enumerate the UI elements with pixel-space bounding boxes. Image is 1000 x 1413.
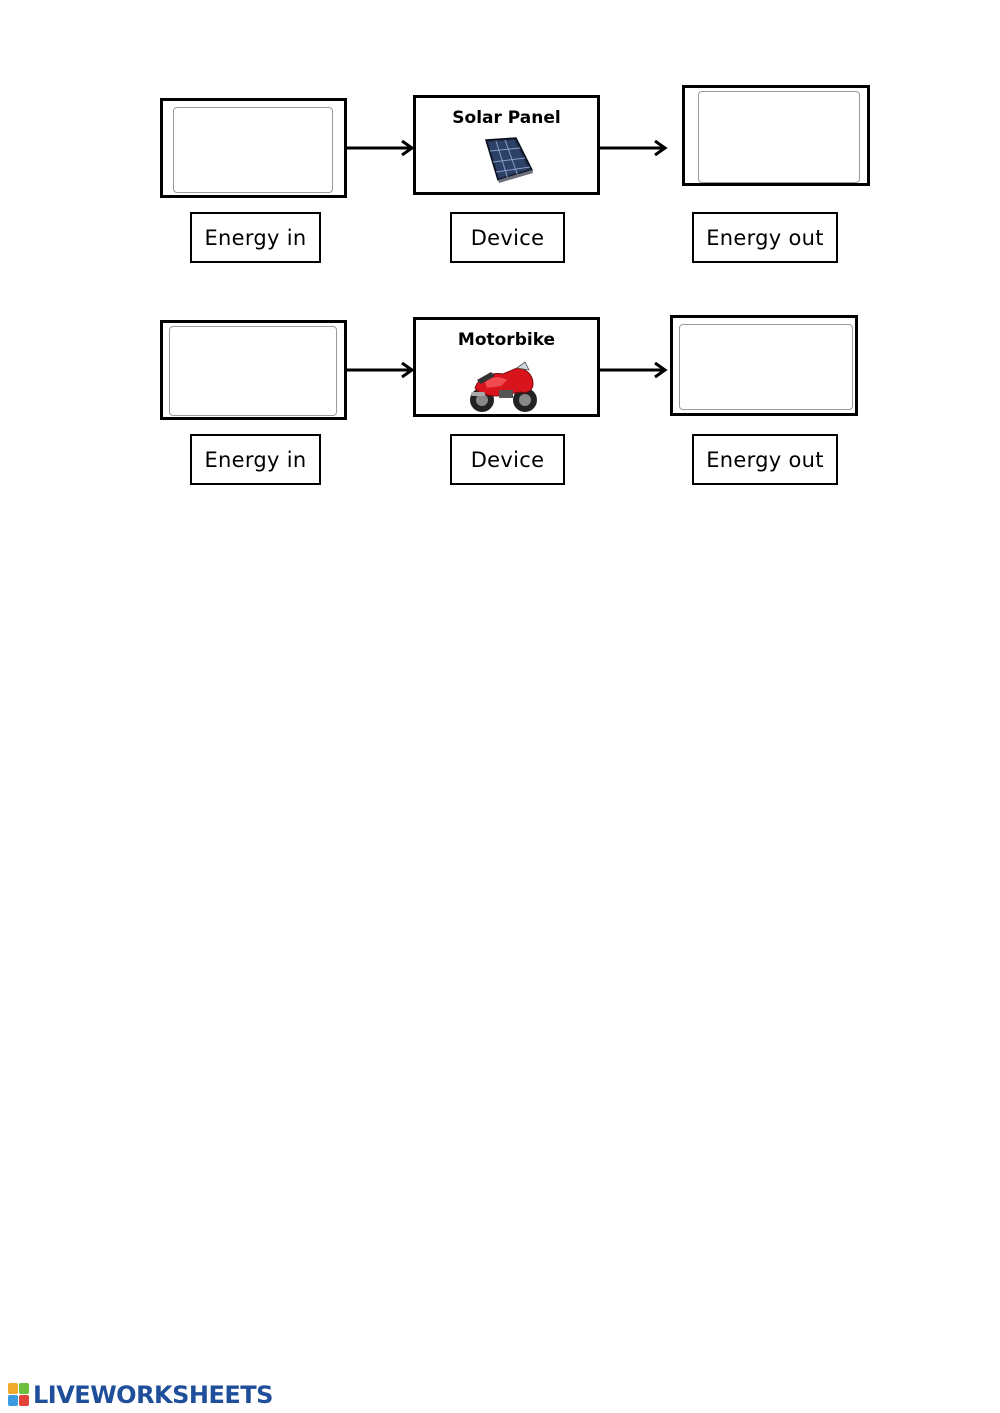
device-label: Device (450, 212, 565, 263)
liveworksheets-logo: LIVEWORKSHEETS (8, 1381, 273, 1409)
device-title: Solar Panel (452, 108, 561, 128)
arrow-icon (347, 361, 415, 379)
device-label: Device (450, 434, 565, 485)
energy-in-answer-box-1 (160, 98, 347, 198)
liveworksheets-logo-icon (8, 1383, 29, 1406)
energy-in-label: Energy in (190, 212, 321, 263)
arrow-icon (347, 139, 415, 157)
energy-in-drop-zone-1[interactable] (173, 107, 333, 193)
motorbike-icon (470, 361, 537, 412)
energy-out-label: Energy out (692, 434, 838, 485)
energy-in-drop-zone-2[interactable] (169, 326, 337, 416)
arrow-icon (600, 139, 668, 157)
energy-out-drop-zone-1[interactable] (698, 91, 860, 183)
logo-text: LIVEWORKSHEETS (33, 1381, 273, 1409)
solar-panel-icon (485, 137, 534, 183)
device-title: Motorbike (457, 330, 556, 350)
device-box-1: Solar Panel (413, 95, 600, 195)
energy-out-answer-box-1 (682, 85, 870, 186)
device-box-2: Motorbike (413, 317, 600, 417)
energy-in-answer-box-2 (160, 320, 347, 420)
energy-out-drop-zone-2[interactable] (679, 324, 853, 410)
arrow-icon (600, 361, 668, 379)
energy-out-label: Energy out (692, 212, 838, 263)
energy-out-answer-box-2 (670, 315, 858, 416)
energy-in-label: Energy in (190, 434, 321, 485)
